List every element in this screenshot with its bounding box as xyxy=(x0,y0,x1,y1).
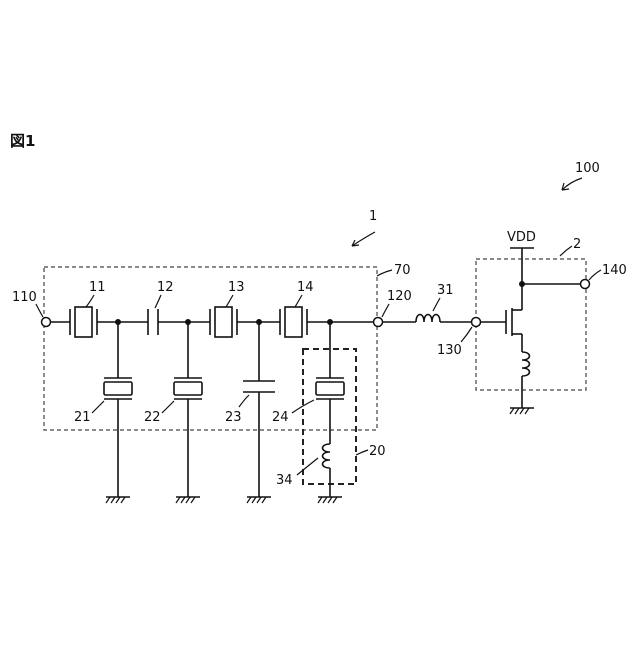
ground-1 xyxy=(106,497,130,503)
series-inductor-31 xyxy=(416,315,440,323)
ref-resonator-group: 20 xyxy=(369,444,386,459)
ground-3 xyxy=(247,497,271,503)
shunt-inductor-34 xyxy=(323,444,331,468)
ref-shunt-res-1-leader xyxy=(92,401,104,413)
ref-amp-leader xyxy=(560,246,572,256)
shunt-resonator-22 xyxy=(174,378,202,399)
ref-shunt-res-1: 21 xyxy=(74,410,91,425)
ref-series-res-3: 13 xyxy=(228,280,245,295)
ref-inductor-shunt: 34 xyxy=(276,473,293,488)
ref-series-res-4-leader xyxy=(295,295,302,307)
ref-filter: 1 xyxy=(369,209,377,224)
ref-shunt-cap-leader xyxy=(239,395,249,407)
ref-amplifier: 2 xyxy=(573,237,581,252)
ref-port-amp-in: 130 xyxy=(437,343,462,358)
series-resonator-13 xyxy=(210,307,237,337)
shunt-resonator-24 xyxy=(316,378,344,399)
series-resonator-14 xyxy=(280,307,307,337)
ref-series-res-4: 14 xyxy=(297,280,314,295)
ref-port-out: 120 xyxy=(387,289,412,304)
ref-inductor-series-leader xyxy=(433,298,440,311)
vdd-label: VDD xyxy=(507,230,536,245)
ref-filter-box-leader xyxy=(377,270,392,276)
ref-port-in: 110 xyxy=(12,290,37,305)
ground-amp xyxy=(510,408,534,414)
ref-system-arrow xyxy=(562,178,582,190)
shunt-resonator-21 xyxy=(104,378,132,399)
ref-system: 100 xyxy=(575,161,600,176)
ref-series-res-3-leader xyxy=(226,295,233,307)
ref-inductor-shunt-leader xyxy=(297,458,318,475)
ref-group-leader xyxy=(356,450,368,455)
ref-series-cap: 12 xyxy=(157,280,174,295)
ref-series-cap-leader xyxy=(155,295,161,308)
ground-4 xyxy=(318,497,342,503)
ref-inductor-series: 31 xyxy=(437,283,454,298)
source-inductor xyxy=(522,352,530,376)
ref-port-amp-out-leader xyxy=(589,270,601,280)
ref-port-in-leader xyxy=(36,304,43,317)
ref-shunt-cap: 23 xyxy=(225,410,242,425)
port-140 xyxy=(581,280,590,289)
ref-shunt-res-2: 22 xyxy=(144,410,161,425)
figure-label: 図1 xyxy=(10,132,35,150)
series-resonator-11 xyxy=(70,307,97,337)
port-120 xyxy=(374,318,383,327)
ref-port-out-leader xyxy=(382,304,389,317)
ref-port-amp-in-leader xyxy=(461,327,472,342)
ground-2 xyxy=(176,497,200,503)
shunt-capacitor-23 xyxy=(243,381,275,392)
ref-filter-box: 70 xyxy=(394,263,411,278)
ref-filter-arrow xyxy=(352,232,375,246)
port-110 xyxy=(42,318,51,327)
amplifier-box xyxy=(476,259,586,390)
port-130 xyxy=(472,318,481,327)
ref-series-res-1: 11 xyxy=(89,280,106,295)
ref-port-amp-out: 140 xyxy=(602,263,627,278)
ref-shunt-res-2-leader xyxy=(162,401,174,413)
series-capacitor-12 xyxy=(148,309,158,335)
ref-shunt-res-4: 24 xyxy=(272,410,289,425)
ref-series-res-1-leader xyxy=(86,295,94,307)
